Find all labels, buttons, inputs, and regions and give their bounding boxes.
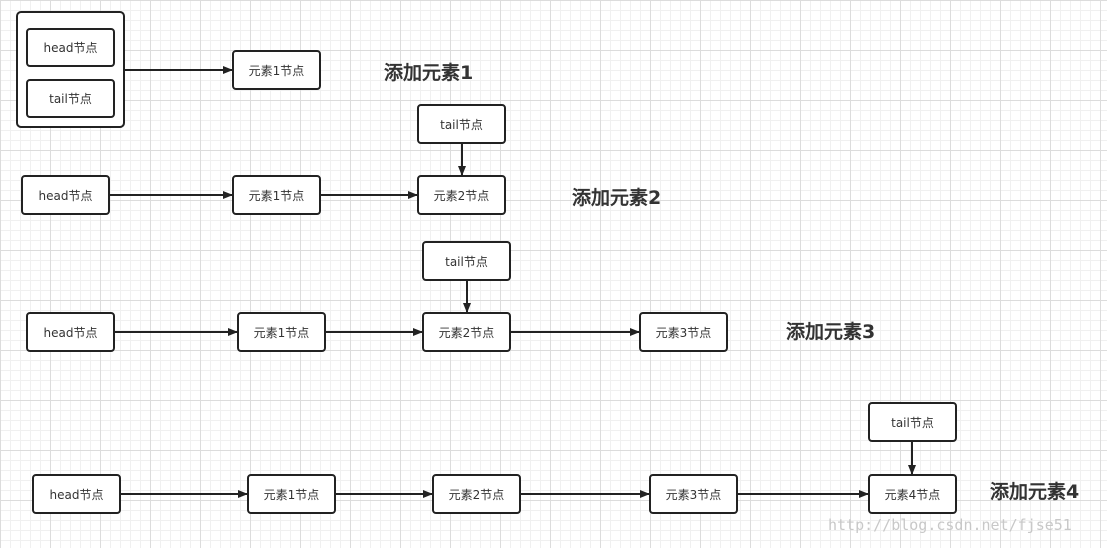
step-2-label: 添加元素2 — [572, 187, 662, 209]
head-node: head节点 — [26, 28, 115, 67]
element4-node: 元素4节点 — [868, 474, 957, 514]
element1-node: 元素1节点 — [232, 175, 321, 215]
head-node: head节点 — [32, 474, 121, 514]
watermark-text: http://blog.csdn.net/fjse51 — [828, 516, 1072, 534]
element1-node: 元素1节点 — [247, 474, 336, 514]
element1-node: 元素1节点 — [232, 50, 321, 90]
step-4-label: 添加元素4 — [990, 481, 1080, 503]
element3-node: 元素3节点 — [649, 474, 738, 514]
head-node: head节点 — [21, 175, 110, 215]
element3-node: 元素3节点 — [639, 312, 728, 352]
element2-node: 元素2节点 — [432, 474, 521, 514]
tail-node: tail节点 — [26, 79, 115, 118]
element2-node: 元素2节点 — [422, 312, 511, 352]
step-1-label: 添加元素1 — [384, 62, 474, 84]
step-3-label: 添加元素3 — [786, 321, 876, 343]
tail-node: tail节点 — [417, 104, 506, 144]
element1-node: 元素1节点 — [237, 312, 326, 352]
element2-node: 元素2节点 — [417, 175, 506, 215]
tail-node: tail节点 — [868, 402, 957, 442]
head-node: head节点 — [26, 312, 115, 352]
tail-node: tail节点 — [422, 241, 511, 281]
